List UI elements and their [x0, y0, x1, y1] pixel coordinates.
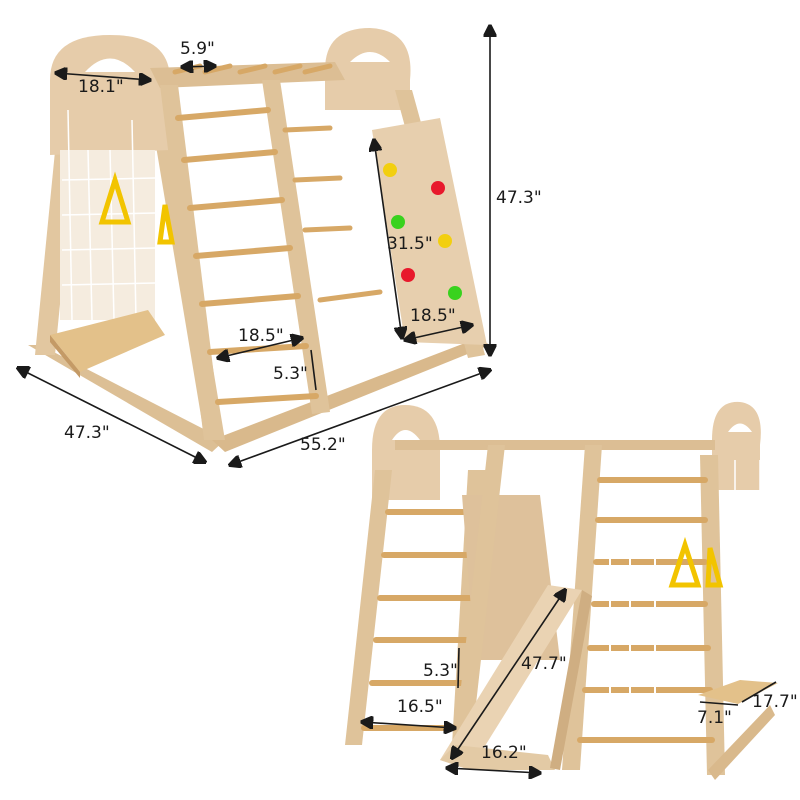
hold-yellow-icon: [383, 163, 397, 177]
top-bar: [150, 62, 345, 88]
swing-seat-2: [698, 680, 778, 704]
ladder-rail-left: [160, 85, 222, 440]
swing-ropes: [734, 460, 761, 680]
rope-net: [60, 109, 156, 321]
gym-ring-rear-2: [705, 547, 724, 588]
dim-base-depth: 47.3": [64, 423, 110, 443]
gym-ring: [98, 171, 132, 225]
hold-red-icon: [431, 181, 445, 195]
hold-yellow-icon: [438, 234, 452, 248]
rope-net-2: [600, 525, 670, 700]
right-arch-cutout: [350, 52, 390, 62]
base-rail-front: [212, 338, 490, 452]
dim-slide-length: 47.7": [521, 654, 567, 674]
right-arch-panel: [325, 28, 411, 110]
dim-base-length: 55.2": [300, 435, 346, 455]
dim-climbing-wall-height: 31.5": [387, 234, 433, 254]
dim-swing-seat-length: 17.7": [752, 692, 798, 712]
dim-climbing-wall-width: 18.5": [410, 306, 456, 326]
hold-green-icon: [448, 286, 462, 300]
top-bar-2: [395, 440, 715, 450]
base-rail-2: [708, 705, 775, 780]
left-arch-panel: [50, 35, 170, 155]
gym-ring-2: [157, 204, 176, 245]
right-arch-panel-2: [712, 401, 761, 490]
dim-top-rung-spacing: 5.9": [180, 39, 215, 59]
dim-ladder-width: 18.5": [238, 326, 284, 346]
ladder-rail-right: [262, 80, 330, 414]
dim-arch-width: 18.1": [78, 77, 124, 97]
dim-rear-rung-spacing: 5.3": [423, 661, 458, 681]
dim-ladder-rung-spacing: 5.3": [273, 364, 308, 384]
gym-ring-rear: [668, 536, 702, 588]
dim-slide-width: 16.2": [481, 743, 527, 763]
left-ladder-rail-back: [345, 470, 392, 745]
hold-green-icon: [391, 215, 405, 229]
dim-swing-seat-width: 7.1": [697, 708, 732, 728]
swing-seat: [50, 310, 165, 372]
dim-overall-height: 47.3": [496, 188, 542, 208]
right-arch-cutout-2: [728, 423, 752, 432]
dim-rear-ladder-width: 16.5": [397, 697, 443, 717]
dimension-lines: [18, 26, 777, 773]
hold-red-icon: [401, 268, 415, 282]
